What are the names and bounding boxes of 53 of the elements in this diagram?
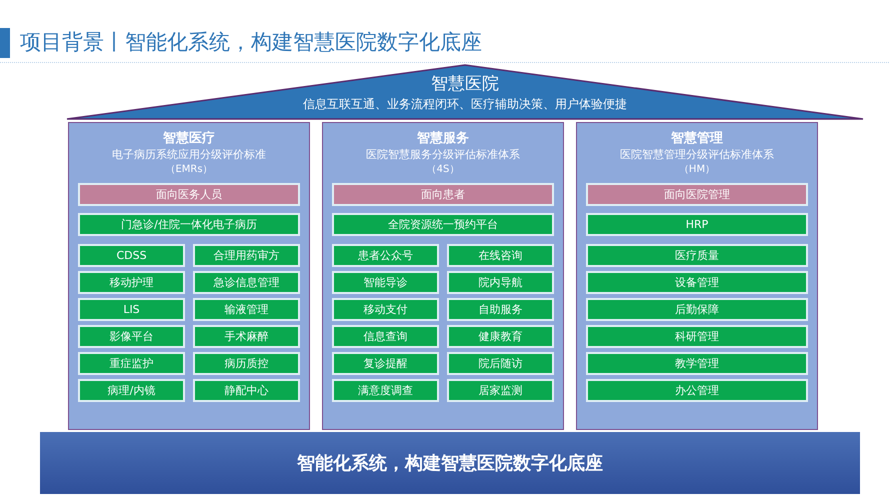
module-box: 合理用药审方 [193,244,300,267]
roof-title: 智慧医院 [430,73,500,95]
audience-bar: 面向医务人员 [78,183,300,206]
module-box: 输液管理 [193,298,300,321]
module-box: 医疗质量 [586,244,808,267]
module-box: 复诊提醒 [332,352,439,375]
module-box: 办公管理 [586,379,808,402]
pillar-subtitle: 电子病历系统应用分级评价标准 [111,147,267,162]
audience-bar: 面向患者 [332,183,554,206]
module-box: 居家监测 [447,379,554,402]
pillar-subtitle: 医院智慧服务分级评估标准体系 [365,147,521,162]
module-box: 满意度调查 [332,379,439,402]
module-box: 移动支付 [332,298,439,321]
module-box: CDSS [78,244,185,267]
module-box: 在线咨询 [447,244,554,267]
pillar-subtitle: 医院智慧管理分级评估标准体系 [619,147,775,162]
pillar-heading: 智慧管理 [670,130,724,147]
module-box: 门急诊/住院一体化电子病历 [78,213,300,236]
pillar-heading: 智慧服务 [416,130,470,147]
module-box: 影像平台 [78,325,185,348]
pillar-heading: 智慧医疗 [162,130,216,147]
pillar-subtitle: （EMRs） [164,163,214,176]
pillar-subtitle: （4S） [426,163,460,176]
module-box: 病理/内镜 [78,379,185,402]
module-box: 移动护理 [78,271,185,294]
module-box: 全院资源统一预约平台 [332,213,554,236]
roof-triangle [66,64,864,120]
pillar-subtitle: （HM） [678,163,716,176]
module-box: 重症监护 [78,352,185,375]
module-box: 病历质控 [193,352,300,375]
module-box: 智能导诊 [332,271,439,294]
pillar-panel [68,122,310,430]
pillar-panel [322,122,564,430]
module-box: 科研管理 [586,325,808,348]
module-box: 手术麻醉 [193,325,300,348]
foundation-band: 智能化系统，构建智慧医院数字化底座 [40,432,860,494]
module-box: 信息查询 [332,325,439,348]
module-box: HRP [586,213,808,236]
module-box: 后勤保障 [586,298,808,321]
module-box: 静配中心 [193,379,300,402]
page-title: 项目背景丨智能化系统，构建智慧医院数字化底座 [20,29,482,56]
roof-subtitle: 信息互联互通、业务流程闭环、医疗辅助决策、用户体验便捷 [302,96,628,113]
audience-bar: 面向医院管理 [586,183,808,206]
module-box: 设备管理 [586,271,808,294]
module-box: 自助服务 [447,298,554,321]
module-box: 教学管理 [586,352,808,375]
module-box: 院后随访 [447,352,554,375]
module-box: 健康教育 [447,325,554,348]
module-box: 患者公众号 [332,244,439,267]
module-box: LIS [78,298,185,321]
module-box: 急诊信息管理 [193,271,300,294]
pillar-panel [576,122,818,430]
module-box: 院内导航 [447,271,554,294]
